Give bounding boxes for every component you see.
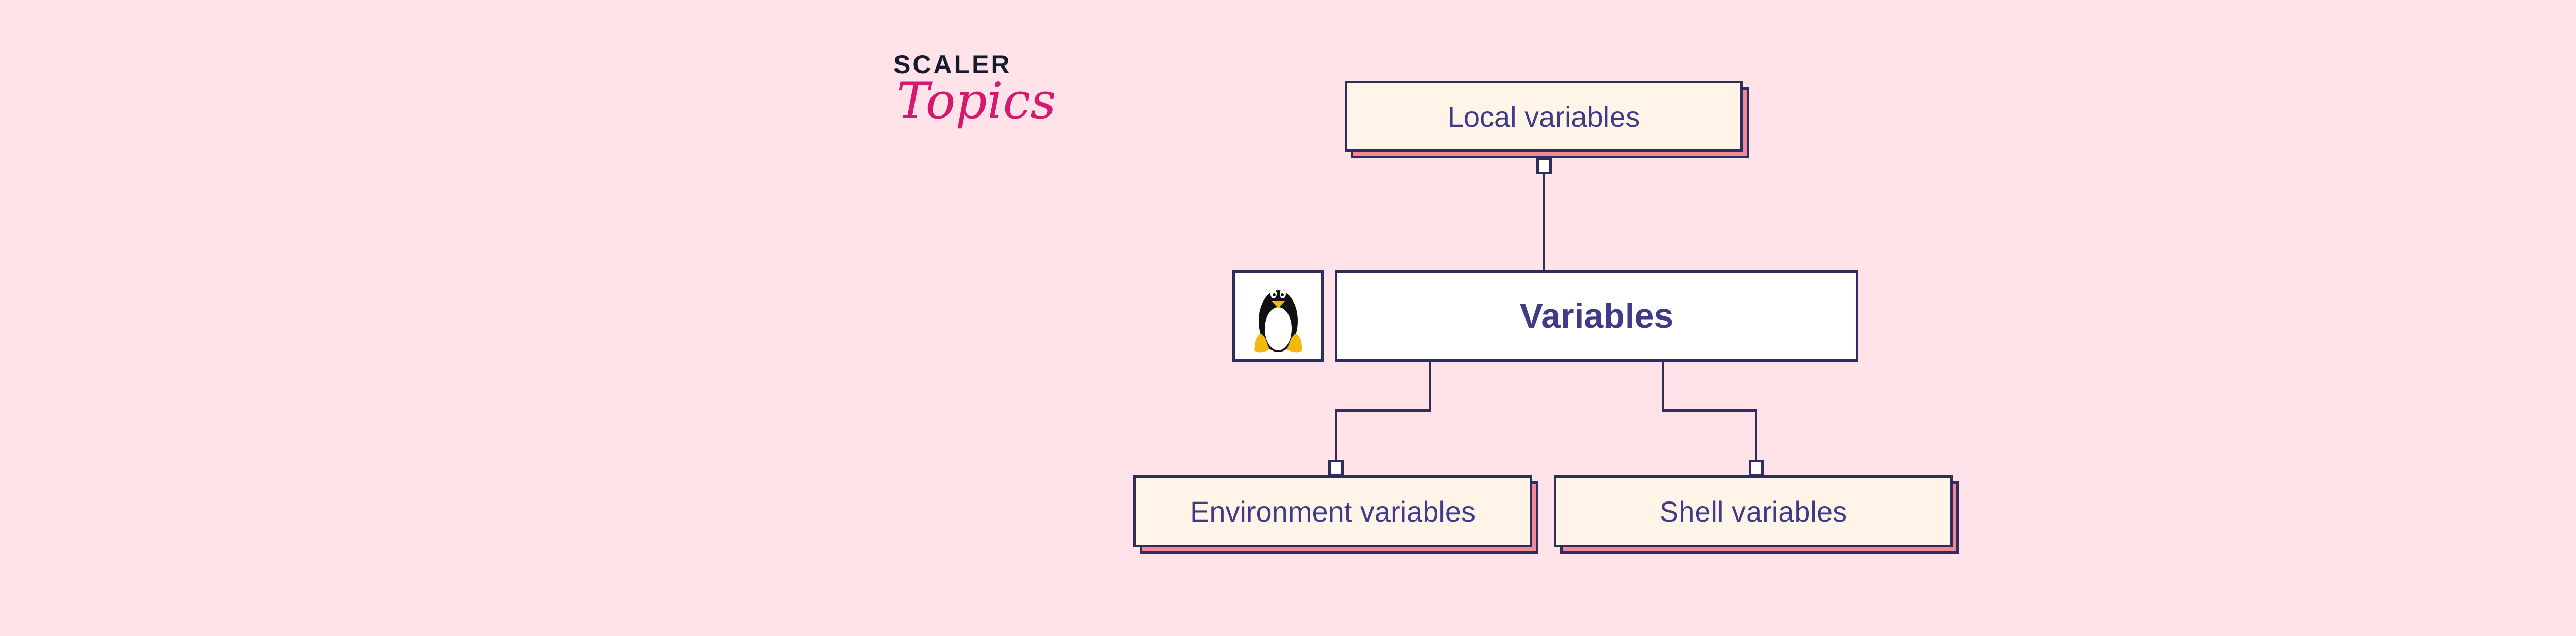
connector-line	[1429, 362, 1431, 411]
connector-line	[1755, 409, 1757, 461]
connector-line	[1543, 173, 1545, 271]
logo-scaler-text: SCALER	[893, 50, 1012, 79]
local-variables-node: Local variables	[1345, 81, 1743, 152]
shell-variables-node: Shell variables	[1554, 475, 1953, 547]
local-variables-label: Local variables	[1447, 100, 1640, 133]
linux-tux-icon	[1254, 289, 1302, 353]
logo-topics-text: Topics	[896, 72, 1056, 130]
connector-square	[1328, 460, 1344, 476]
connector-line	[1662, 362, 1664, 411]
connector-square	[1536, 158, 1552, 174]
connector-line	[1662, 409, 1757, 412]
shell-variables-label: Shell variables	[1659, 495, 1848, 528]
connector-line	[1335, 409, 1431, 412]
variables-root-node: Variables	[1335, 270, 1858, 362]
linux-icon-box	[1232, 270, 1324, 362]
connector-line	[1335, 409, 1337, 461]
connector-square	[1749, 460, 1764, 476]
environment-variables-label: Environment variables	[1190, 495, 1476, 528]
variables-root-label: Variables	[1519, 296, 1674, 336]
environment-variables-node: Environment variables	[1133, 475, 1532, 547]
